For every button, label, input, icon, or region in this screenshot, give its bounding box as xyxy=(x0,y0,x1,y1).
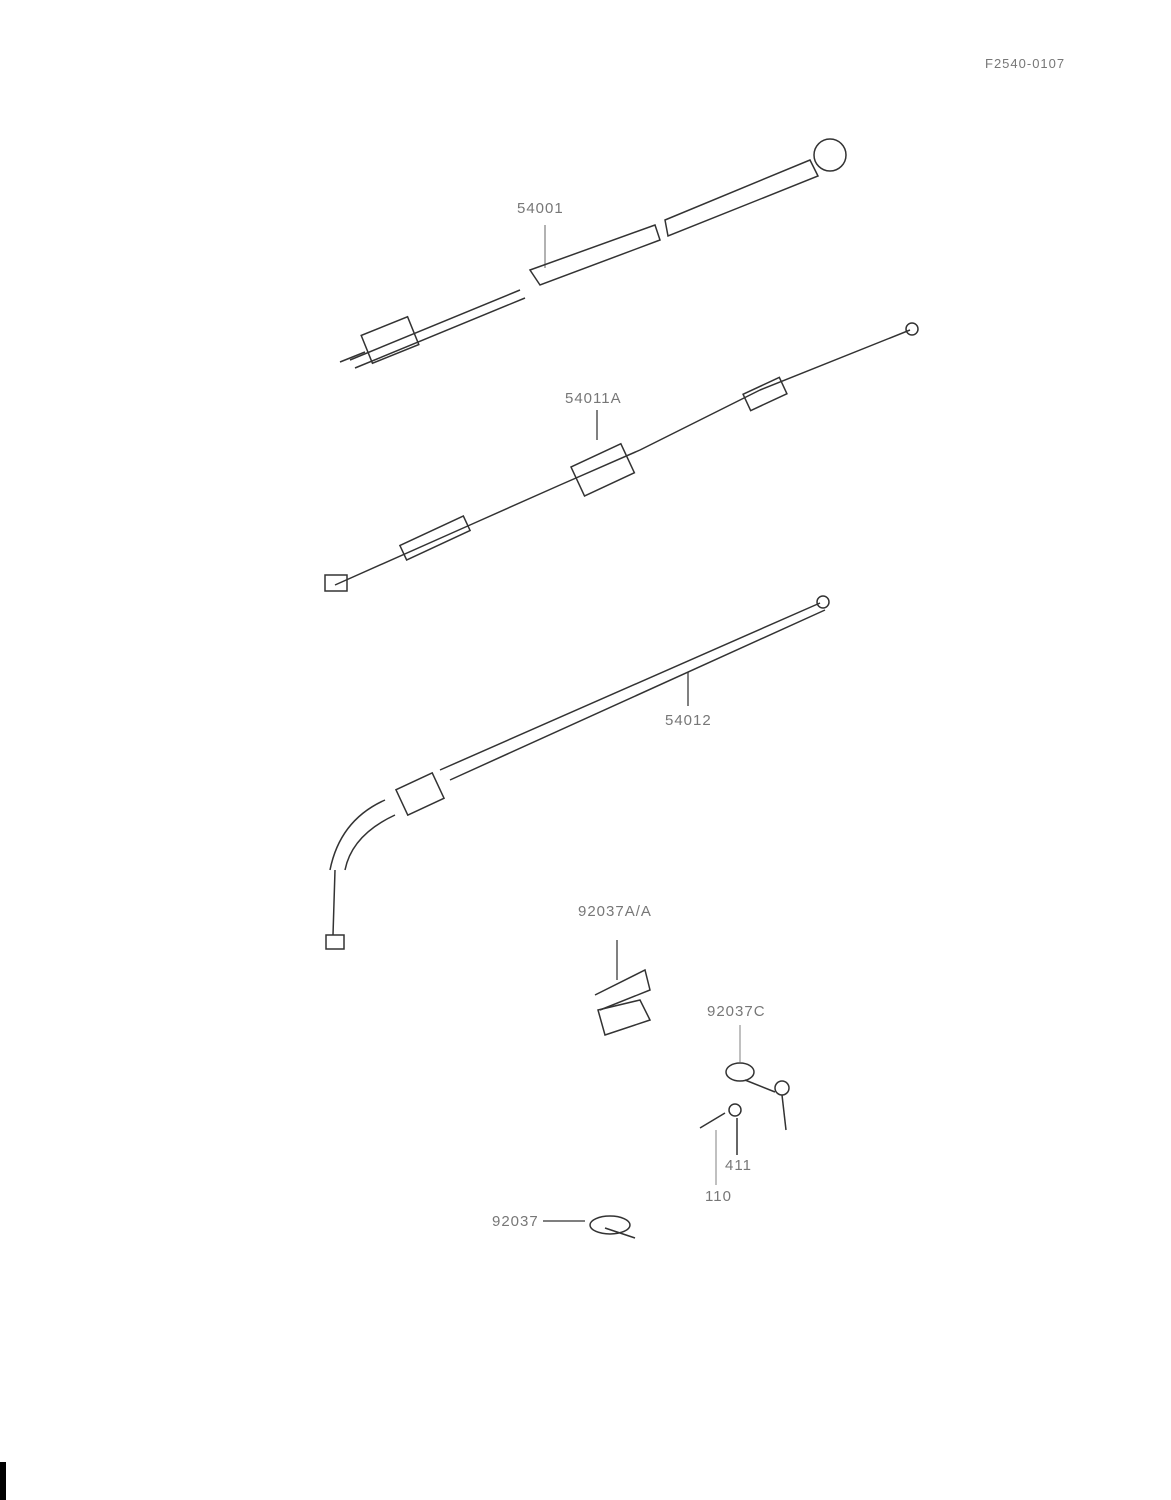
document-code: F2540-0107 xyxy=(985,56,1066,71)
clamp-92037 xyxy=(543,1215,636,1239)
throttle-cable xyxy=(324,322,919,592)
speedometer-cable xyxy=(339,138,847,369)
part-label-411: 411 xyxy=(725,1157,752,1174)
page-edge-mark xyxy=(0,1462,6,1500)
part-label-54001: 54001 xyxy=(517,200,564,217)
part-label-54011a: 54011A xyxy=(565,390,622,407)
part-label-92037a: 92037A/A xyxy=(578,903,652,920)
choke-cable xyxy=(325,595,830,950)
clamp-92037a xyxy=(594,940,652,1036)
clamp-92037c xyxy=(699,1025,790,1185)
part-label-110: 110 xyxy=(705,1188,732,1205)
part-label-92037c: 92037C xyxy=(707,1003,766,1020)
part-label-54012: 54012 xyxy=(665,712,712,729)
part-label-92037: 92037 xyxy=(492,1213,539,1230)
